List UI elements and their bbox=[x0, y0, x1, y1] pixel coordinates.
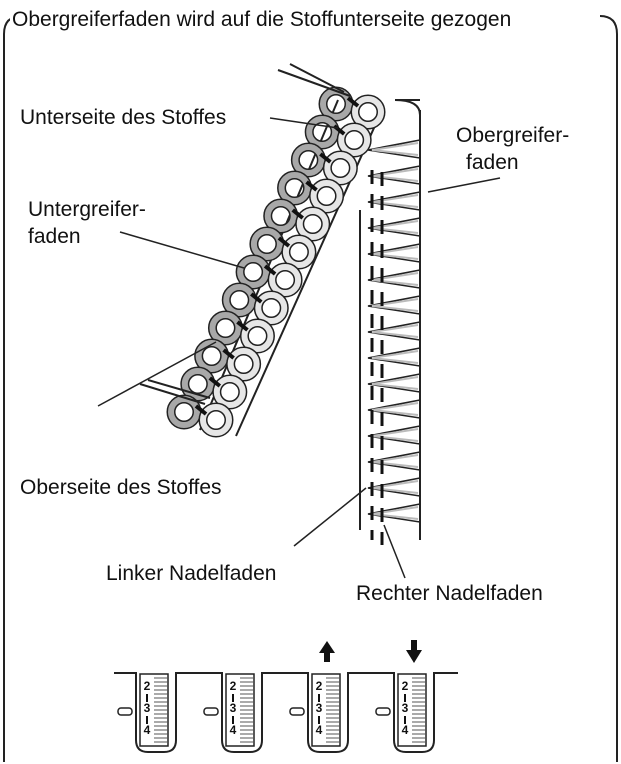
dial-housing bbox=[200, 672, 286, 753]
overlock-stitch bbox=[367, 425, 421, 445]
dial-number: 3 bbox=[316, 701, 323, 715]
dial-slot bbox=[203, 707, 219, 716]
dial-slot bbox=[117, 707, 133, 716]
thread-loop-fill bbox=[181, 368, 214, 400]
label-fabric-underside: Unterseite des Stoffes bbox=[20, 106, 227, 129]
dial-number: 4 bbox=[144, 723, 151, 737]
tension-dial: 2 3 4 bbox=[372, 672, 458, 753]
thread-loop-fill bbox=[237, 256, 270, 288]
dial-number: 2 bbox=[402, 679, 409, 693]
overlock-stitch bbox=[367, 347, 421, 367]
overlock-stitch bbox=[367, 191, 421, 211]
diagram-title: Obergreiferfaden wird auf die Stoffunter… bbox=[10, 6, 514, 33]
thread-loop-fill bbox=[269, 264, 302, 296]
dial-housing bbox=[114, 672, 200, 753]
dial-number: 2 bbox=[230, 679, 237, 693]
needle-stitch-mark bbox=[319, 152, 332, 164]
upper-looper-stitches bbox=[367, 139, 421, 523]
thread-loop-fill bbox=[209, 312, 242, 344]
overlock-stitch bbox=[367, 139, 421, 159]
overlock-stitch bbox=[367, 217, 421, 237]
dial-housing bbox=[286, 672, 372, 753]
label-right-needle-thread: Rechter Nadelfaden bbox=[356, 582, 543, 605]
overlock-stitch bbox=[367, 165, 421, 185]
overlock-stitch bbox=[367, 477, 421, 497]
thread-loop-fill bbox=[195, 340, 228, 372]
thread-loop-fill bbox=[338, 124, 371, 156]
label-lower-looper-line2: faden bbox=[28, 225, 81, 248]
needle-stitch-mark bbox=[291, 208, 304, 220]
label-left-needle-thread: Linker Nadelfaden bbox=[106, 562, 277, 585]
overlock-stitch bbox=[367, 321, 421, 341]
needle-stitch-mark bbox=[277, 236, 291, 248]
label-lower-looper-thread: Untergreifer- faden bbox=[28, 196, 158, 250]
tension-dial: 2 3 4 bbox=[114, 672, 200, 753]
arrow-up-icon bbox=[319, 641, 335, 662]
overlock-stitch-shade bbox=[371, 298, 419, 312]
looper-thread-loops bbox=[166, 86, 386, 438]
overlock-stitch-shade bbox=[371, 350, 419, 364]
needle-stitch-mark bbox=[222, 348, 235, 360]
dial-number: 4 bbox=[316, 723, 323, 737]
thread-loop-fill bbox=[282, 236, 315, 268]
thread-loop-fill bbox=[250, 228, 283, 260]
dial-number: 3 bbox=[144, 701, 151, 715]
thread-loop-fill bbox=[278, 172, 311, 204]
thread-loop-fill bbox=[223, 284, 256, 316]
thread-loop-fill bbox=[306, 116, 339, 148]
overlock-stitch bbox=[367, 243, 421, 263]
tension-dial: 2 3 4 bbox=[200, 672, 286, 753]
needle-stitch-mark bbox=[346, 96, 360, 108]
overlock-stitch bbox=[367, 373, 421, 393]
dial-housing bbox=[372, 672, 458, 753]
dial-number: 2 bbox=[144, 679, 151, 693]
dial-slot bbox=[375, 707, 391, 716]
needle-stitch-mark bbox=[208, 376, 222, 388]
label-upper-looper-thread: Obergreifer- faden bbox=[456, 122, 616, 176]
thread-loop-fill bbox=[213, 376, 246, 408]
needle-stitch-mark bbox=[263, 264, 277, 276]
dial-slot bbox=[289, 707, 305, 716]
needle-threads bbox=[370, 170, 384, 545]
label-lower-looper-line1: Untergreifer- bbox=[28, 198, 146, 221]
thread-loop-fill bbox=[296, 208, 329, 240]
needle-stitch-mark bbox=[305, 180, 318, 192]
overlock-stitch-shade bbox=[371, 324, 419, 338]
overlock-stitch bbox=[367, 295, 421, 315]
thread-loop-fill bbox=[324, 152, 357, 184]
dial-number: 3 bbox=[230, 701, 237, 715]
overlock-stitch-shade bbox=[371, 142, 419, 156]
tension-dial: 2 3 4 bbox=[286, 672, 372, 753]
thread-loop-fill bbox=[292, 144, 325, 176]
thread-loop-fill bbox=[200, 404, 232, 436]
fabric-vertical bbox=[359, 99, 421, 540]
label-upper-looper-line2: faden bbox=[466, 151, 519, 174]
thread-loop-fill bbox=[310, 180, 343, 212]
overlock-stitch bbox=[367, 269, 421, 289]
dial-number: 2 bbox=[316, 679, 323, 693]
needle-stitch-mark bbox=[250, 292, 263, 304]
overlock-stitch bbox=[367, 399, 421, 419]
tension-dial-row: 2 3 4 2 3 4 2 3 4 2 3 4 bbox=[114, 672, 458, 753]
thread-loop-fill bbox=[352, 96, 384, 128]
needle-stitch-mark bbox=[236, 320, 249, 332]
thread-loop-fill bbox=[255, 292, 288, 324]
thread-loop-fill bbox=[227, 348, 260, 380]
label-upper-looper-line1: Obergreifer- bbox=[456, 124, 570, 147]
overlock-stitch bbox=[367, 451, 421, 471]
dial-number: 3 bbox=[402, 701, 409, 715]
overlock-stitch-shade bbox=[371, 376, 419, 390]
leader-lines bbox=[97, 117, 501, 579]
dial-number: 4 bbox=[230, 723, 237, 737]
thread-tails bbox=[139, 63, 351, 405]
needle-stitch-mark bbox=[194, 404, 208, 416]
label-fabric-topside: Oberseite des Stoffes bbox=[20, 476, 222, 499]
thread-loop-fill bbox=[168, 396, 200, 428]
arrow-down-icon bbox=[406, 640, 422, 663]
thread-loop-fill bbox=[241, 320, 274, 352]
dial-number: 4 bbox=[402, 723, 409, 737]
thread-loop-fill bbox=[264, 200, 297, 232]
overlock-stitch bbox=[367, 503, 421, 523]
